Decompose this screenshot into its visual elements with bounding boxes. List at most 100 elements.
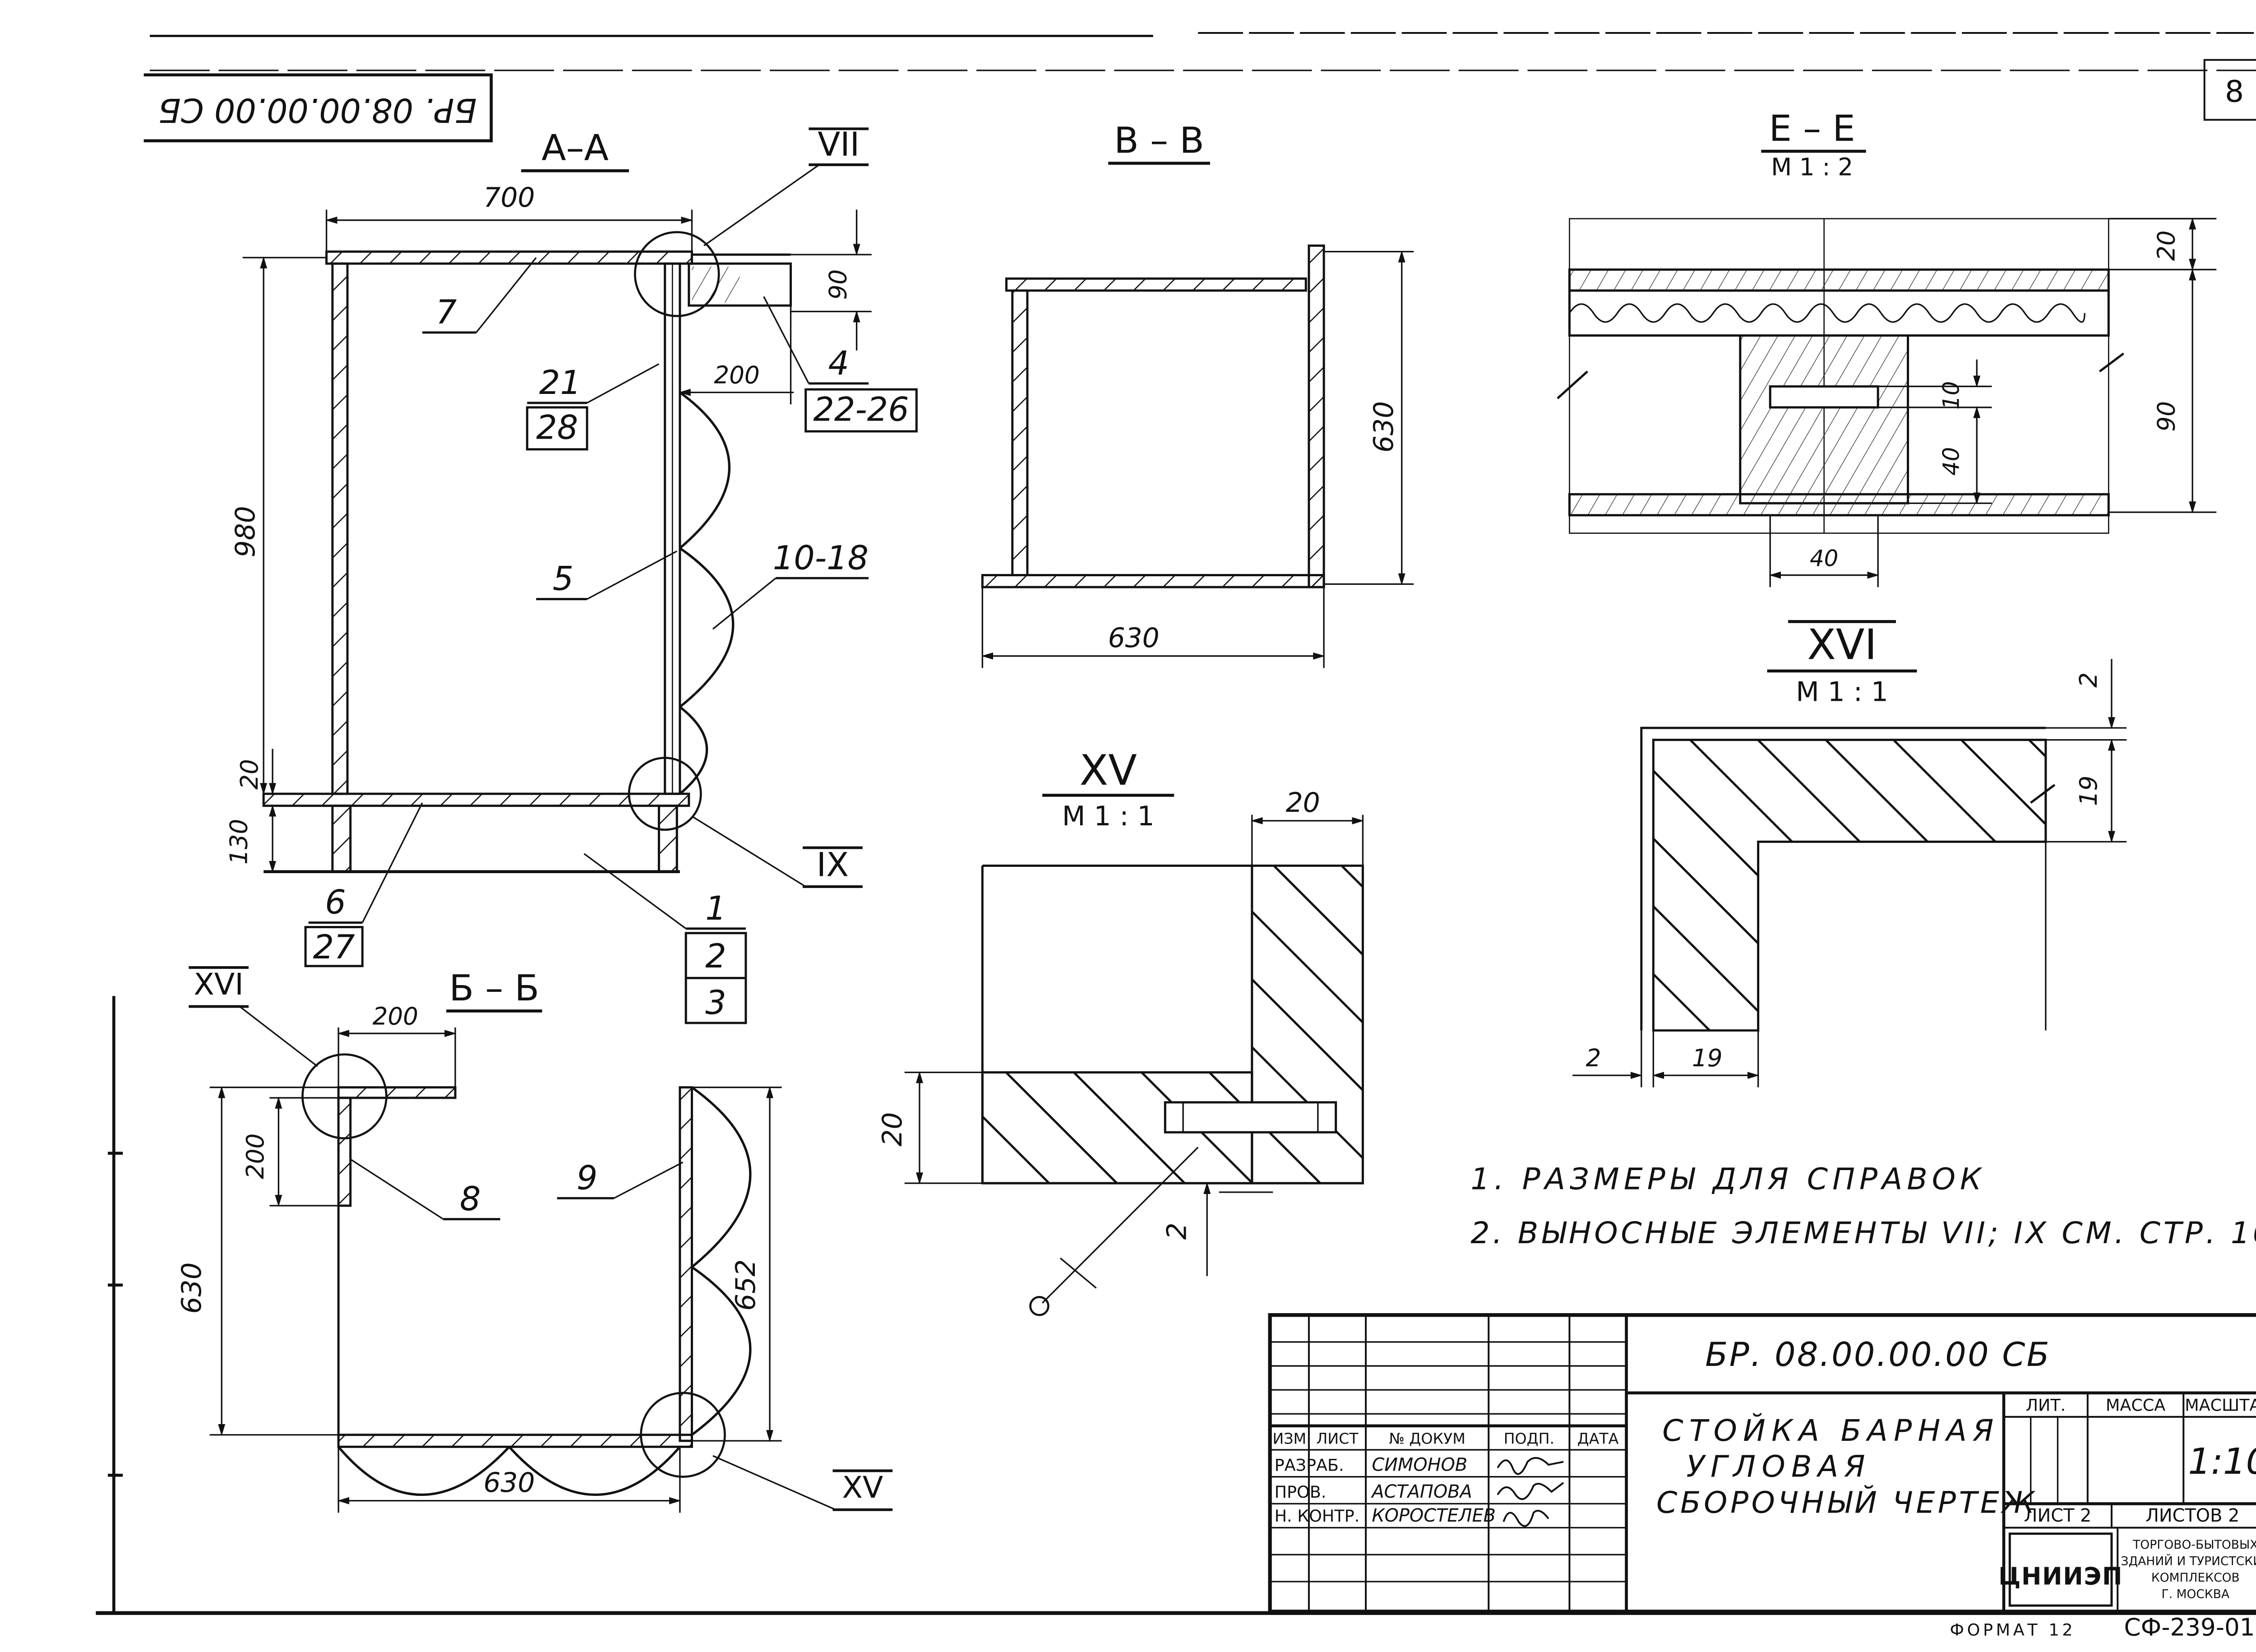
tb-row3-role: Н. КОНТР. — [1275, 1506, 1360, 1526]
xv-dim-2: 2 — [1162, 1222, 1193, 1240]
xv-vertical-panel — [1251, 864, 1364, 1185]
detail-xv: XV М 1 : 1 20 20 2 — [877, 746, 1364, 1316]
xvi-corner-section — [1652, 739, 2047, 1032]
section-ee: Е – Е М 1 : 2 20 90 10 40 — [1557, 107, 2217, 588]
pos-1: 1 — [705, 889, 726, 928]
ee-top-board — [1568, 268, 2110, 292]
section-bb: Б – Б 200 200 630 652 63 — [176, 966, 893, 1513]
title-block — [1268, 1313, 2256, 1614]
pos-21: 21 — [539, 364, 581, 402]
pos-5: 5 — [553, 560, 573, 598]
org-line3: КОМПЛЕКСОВ — [2151, 1571, 2240, 1585]
xv-dowel — [1164, 1101, 1337, 1134]
callout-xvi-label: XVI — [194, 967, 243, 1002]
sheet-code: СФ-239-01 — [2124, 1613, 2255, 1641]
aa-dim-90: 90 — [824, 269, 852, 300]
pos-22-26: 22-26 — [813, 391, 909, 429]
bb-bottom-panel — [337, 1434, 693, 1448]
xvi-dim-19-side: 19 — [2075, 776, 2103, 806]
page-number: 8 — [2225, 74, 2244, 109]
callout-vii: VII — [818, 125, 860, 164]
bb-dim-630-bottom: 630 — [483, 1467, 535, 1499]
xvi-dim-19-bottom: 19 — [1692, 1044, 1723, 1072]
tb-col-mass: МАССА — [2106, 1396, 2165, 1415]
aa-plinth-right — [657, 805, 678, 873]
section-aa-title: А–А — [541, 127, 609, 169]
ee-block — [1739, 334, 1909, 504]
vv-dim-height: 630 — [1368, 401, 1400, 453]
pos-7: 7 — [436, 293, 457, 332]
pos-3: 3 — [705, 984, 726, 1022]
section-vv-title: В – В — [1114, 120, 1204, 162]
tb-row2-role: ПРОВ. — [1275, 1482, 1327, 1502]
signature-2 — [1497, 1482, 1564, 1500]
bb-dim-200-side: 200 — [241, 1134, 269, 1179]
page-number-box: 8 — [2203, 59, 2256, 121]
aa-left-panel — [331, 262, 349, 795]
tb-title-line2: УГЛОВАЯ — [1686, 1449, 1871, 1484]
detail-xv-scale: М 1 : 1 — [1062, 801, 1155, 832]
notes: 1. РАЗМЕРЫ ДЛЯ СПРАВОК 2. ВЫНОСНЫЕ ЭЛЕМЕ… — [1470, 1161, 2256, 1250]
org-logo-frame — [2008, 1532, 2113, 1607]
vv-dim-width: 630 — [1108, 623, 1160, 654]
stamp-text: БР. 08.00.00.00 СБ — [158, 91, 477, 129]
tb-sheets-label: ЛИСТОВ 2 — [2145, 1505, 2239, 1526]
aa-dim-980: 980 — [230, 506, 261, 557]
bb-top-rail — [337, 1086, 457, 1099]
aa-dim-200: 200 — [714, 361, 759, 389]
bb-left-stile — [337, 1097, 352, 1207]
pos-2: 2 — [705, 937, 726, 976]
tb-designation: БР. 08.00.00.00 СБ — [1705, 1336, 2051, 1374]
tb-row1-role: РАЗРАБ. — [1275, 1455, 1344, 1475]
detail-xvi: XVI М 1 : 1 2 19 2 19 — [1572, 620, 2127, 1087]
org-logo: ЦНИИЭП — [1998, 1563, 2123, 1591]
vv-top — [1005, 277, 1307, 292]
callout-ix: IX — [817, 846, 849, 884]
section-aa: А–А 700 980 — [225, 125, 918, 1024]
tb-header-list: ЛИСТ — [1316, 1430, 1359, 1448]
aa-dim-700: 700 — [483, 182, 535, 213]
section-bb-title: Б – Б — [449, 967, 539, 1009]
signature-1 — [1497, 1457, 1564, 1475]
detail-xvi-title: XVI — [1807, 620, 1877, 669]
title-block-text: БР. 08.00.00.00 СБ СТОЙКА БАРНАЯ УГЛОВАЯ… — [1272, 1336, 2256, 1607]
ee-bottom-board — [1568, 493, 2110, 517]
xv-dim-20-top: 20 — [1286, 787, 1320, 819]
ee-dowel — [1769, 385, 1879, 409]
bb-dim-200-top: 200 — [373, 1002, 418, 1030]
tb-col-scale: МАСШТАБ — [2185, 1396, 2256, 1415]
xvi-dim-2-bottom: 2 — [1586, 1044, 1601, 1072]
rotated-stamp: БР. 08.00.00.00 СБ — [143, 73, 493, 143]
tb-row1-name: СИМОНОВ — [1372, 1454, 1467, 1475]
tb-sheet-label: ЛИСТ 2 — [2024, 1505, 2092, 1526]
pos-10-18: 10-18 — [773, 539, 869, 577]
vv-left — [1011, 289, 1029, 577]
ee-dim-20: 20 — [2152, 231, 2180, 261]
ee-dim-90: 90 — [2152, 401, 2180, 432]
tb-header-date: ДАТА — [1577, 1430, 1619, 1448]
vv-right — [1308, 244, 1325, 588]
tb-title-line1: СТОЙКА БАРНАЯ — [1662, 1413, 1999, 1448]
note-1: 1. РАЗМЕРЫ ДЛЯ СПРАВОК — [1470, 1161, 1986, 1196]
format-label: ФОРМАТ 12 — [1950, 1620, 2076, 1639]
pos-9: 9 — [577, 1159, 597, 1197]
pos-27: 27 — [313, 928, 355, 967]
pos-8: 8 — [460, 1180, 481, 1218]
pos-4: 4 — [828, 344, 849, 383]
footer: ФОРМАТ 12 СФ-239-01 — [1950, 1613, 2255, 1641]
tb-row3-name: КОРОСТЕЛЕВ — [1372, 1505, 1496, 1526]
aa-dim-130: 130 — [225, 819, 253, 865]
ee-dim-40-horizontal: 40 — [1810, 546, 1838, 572]
aa-top-block — [688, 262, 792, 307]
xv-dim-20-left: 20 — [877, 1112, 908, 1147]
section-vv: В – В 630 630 — [981, 120, 1414, 668]
callout-xv-label: XV — [842, 1470, 883, 1505]
aa-plinth-left — [331, 805, 352, 873]
ee-top-layer — [1568, 289, 2110, 337]
ee-dim-10: 10 — [1938, 381, 1964, 410]
tb-header-sign: ПОДП. — [1504, 1430, 1555, 1448]
tb-row2-name: АСТАПОВА — [1370, 1481, 1472, 1502]
detail-xv-title: XV — [1080, 746, 1137, 795]
vv-bottom — [981, 574, 1325, 588]
